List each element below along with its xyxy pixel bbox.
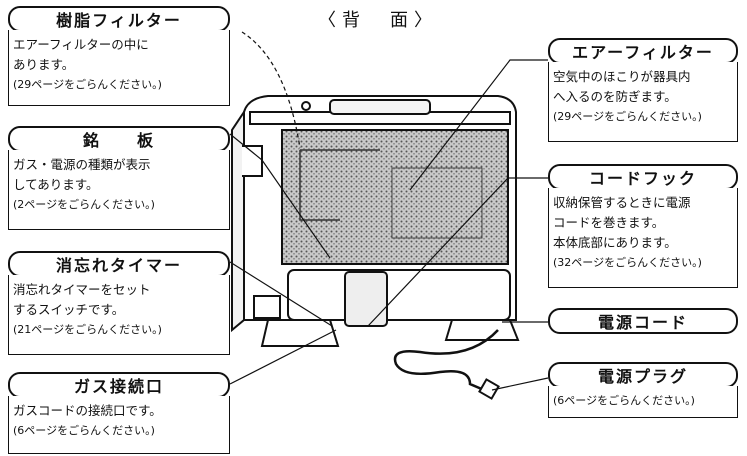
callout-page-ref: (6ページをごらんください。) [553,394,695,407]
callout-text-line: コードを巻きます。 [553,215,665,230]
callout-text-line: ガス・電源の種類が表示 [13,157,151,172]
callout-text-line: 本体底部にあります。 [553,235,677,250]
callout-text-line: するスイッチです。 [13,302,125,317]
callout-heading: 電源プラグ [548,362,738,388]
callout-text-line: あります。 [13,57,75,72]
callout-heading: コードフック [548,164,738,190]
callout-page-ref: (6ページをごらんください。) [13,424,155,437]
callout-heading: 銘 板 [8,126,230,152]
callout-page-ref: (29ページをごらんください。) [13,78,162,91]
callout-page-ref: (2ページをごらんください。) [13,198,155,211]
callout-text-line: 消忘れタイマーをセット [13,282,151,297]
callout-heading: ガス接続口 [8,372,230,398]
page-title: 〈背 面〉 [318,10,438,31]
callout-text-line: してあります。 [13,177,99,192]
callout-heading: 電源コード [548,308,738,334]
callout-heading: 樹脂フィルター [8,6,230,32]
callout-text-line: ガスコードの接続口です。 [13,403,162,418]
callout-page-ref: (32ページをごらんください。) [553,256,702,269]
callout-text-line: エアーフィルターの中に [13,37,149,52]
callout-text-line: へ入るのを防ぎます。 [553,89,677,104]
air-filter-mesh [281,129,509,265]
callout-text-line: 空気中のほこりが器具内 [553,69,691,84]
power-cord-line [393,329,499,392]
callout-heading: エアーフィルター [548,38,738,64]
timer-cover [344,271,388,327]
callout-text-line: 収納保管するときに電源 [553,195,691,210]
power-plug [478,378,500,400]
callout-page-ref: (29ページをごらんください。) [553,110,702,123]
callout-page-ref: (21ページをごらんください。) [13,323,162,336]
callout-heading: 消忘れタイマー [8,251,230,277]
lower-panel [287,269,511,321]
